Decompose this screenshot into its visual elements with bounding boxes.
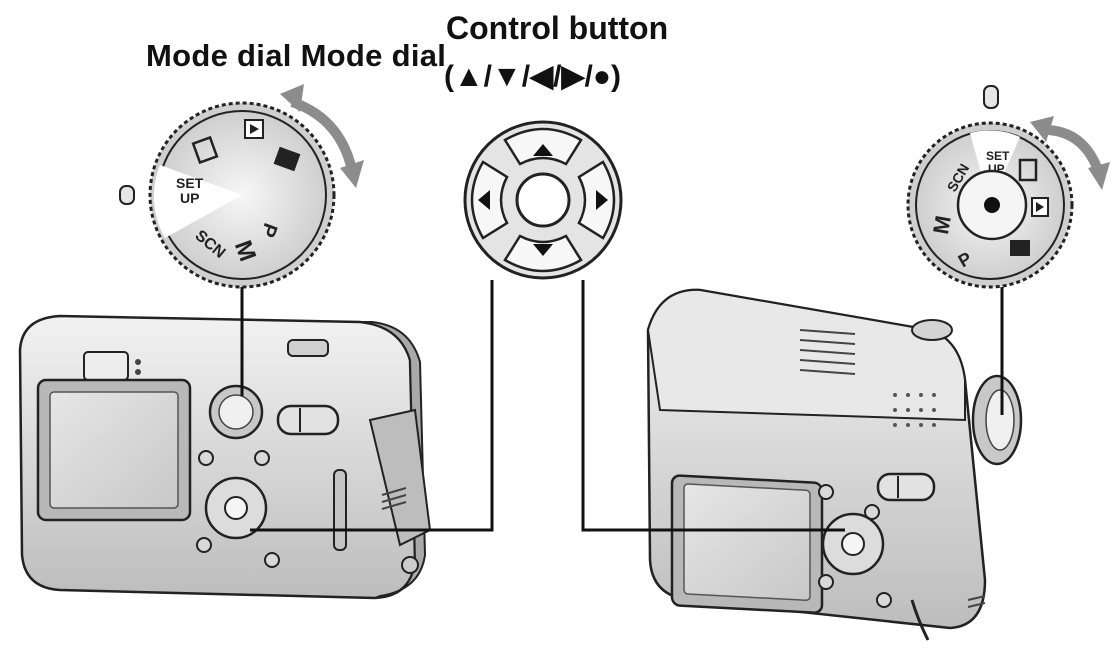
left-mode-dial: SET UP SCN M P: [119, 84, 364, 289]
center-button: [515, 172, 571, 228]
right-camera-icon: [1010, 240, 1030, 256]
dial-pointer: [119, 185, 135, 205]
right-movie-icon: [1018, 158, 1038, 182]
control-button-symbols: (▲/▼/◀/▶/●): [444, 60, 621, 93]
rotation-arrow-icon: [290, 97, 357, 172]
mode-dial-label: Mode dial Mode dial: [146, 38, 447, 73]
right-camera: [646, 288, 1023, 641]
control-button-label: Control button: [446, 10, 669, 46]
left-dial-setup-label: SET: [176, 175, 204, 191]
connector-lines: [240, 280, 1004, 532]
right-dial-m-label: M: [928, 214, 956, 236]
left-camera: [18, 314, 432, 600]
control-button-enlarged: [463, 120, 623, 280]
right-dial-setup-label: SET: [986, 149, 1010, 163]
movie-icon: [191, 135, 219, 165]
camera-icon: [273, 146, 301, 172]
right-dial-pointer: [983, 85, 999, 109]
right-mode-dial: SET UP SCN M P: [906, 85, 1110, 289]
svg-text:UP: UP: [180, 190, 199, 206]
